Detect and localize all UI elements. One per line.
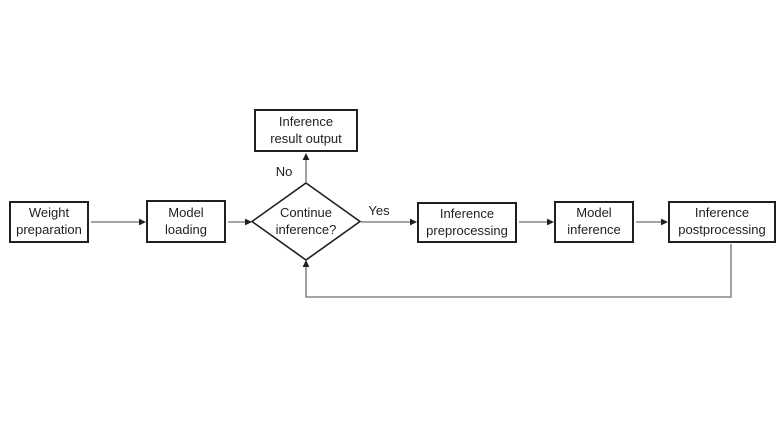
node-model-loading: Model loading bbox=[146, 200, 226, 243]
arrowhead bbox=[410, 218, 417, 226]
node-inference-postprocessing: Inference postprocessing bbox=[668, 201, 776, 243]
edge-postprocessing-to-decision bbox=[305, 244, 732, 298]
node-weight-preparation: Weight preparation bbox=[9, 201, 89, 243]
node-inference-preprocessing: Inference preprocessing bbox=[417, 202, 517, 243]
arrowhead bbox=[302, 260, 310, 267]
arrowhead bbox=[661, 218, 668, 226]
arrowhead bbox=[547, 218, 554, 226]
edge-label-no: No bbox=[275, 164, 293, 179]
decision-continue-inference: Continue inference? bbox=[275, 204, 337, 237]
arrowhead bbox=[245, 218, 252, 226]
arrowhead bbox=[302, 153, 310, 160]
edge-label-yes: Yes bbox=[368, 203, 390, 218]
decision-diamond-shape bbox=[250, 182, 362, 261]
arrowhead bbox=[139, 218, 146, 226]
node-inference-result-output: Inference result output bbox=[254, 109, 358, 152]
node-model-inference: Model inference bbox=[554, 201, 634, 243]
